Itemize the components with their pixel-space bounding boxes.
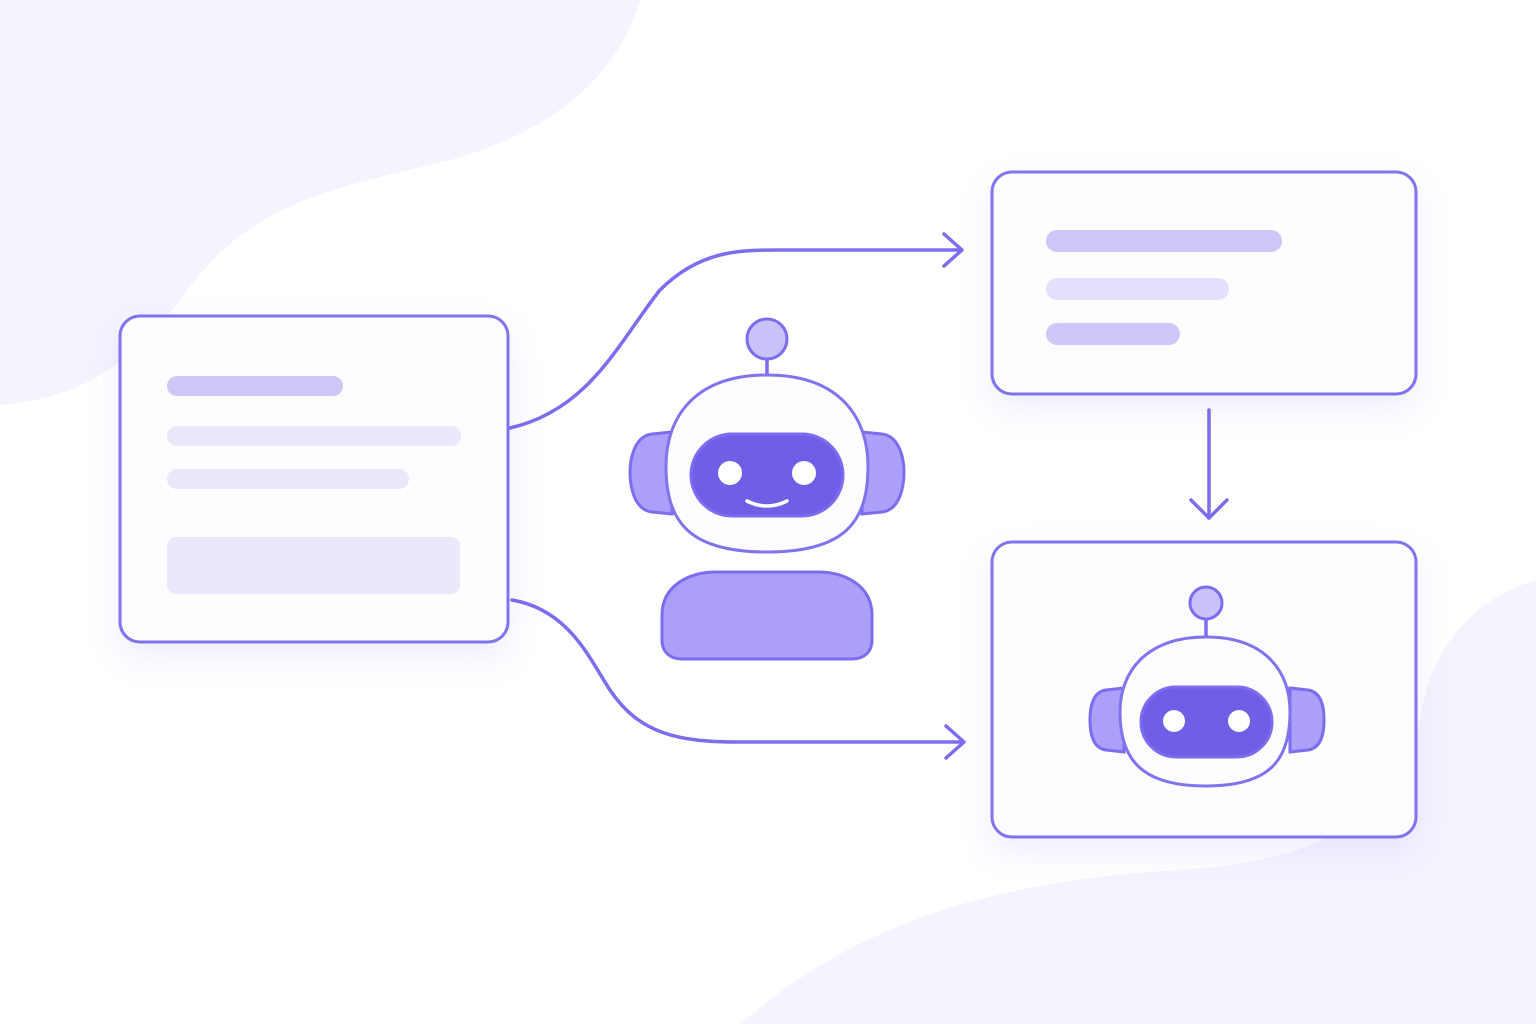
robot-output-card: [990, 540, 1418, 839]
background-blob-top-left: [0, 0, 640, 405]
robot-right-ear: [860, 430, 906, 516]
robot-face-visor: [689, 432, 845, 518]
robot-right-ear: [1288, 686, 1326, 754]
robot-eye-right: [1228, 710, 1250, 732]
form-heading-bar: [167, 376, 343, 396]
connector-to-text-card: [508, 248, 962, 430]
robot-face-visor: [1139, 685, 1274, 759]
robot-smile: [745, 499, 789, 508]
robot-body: [660, 570, 874, 661]
arrow-right-icon: [942, 232, 964, 268]
arrow-down-icon: [1189, 498, 1229, 520]
input-form-card: [118, 314, 510, 644]
form-text-bar: [167, 469, 409, 489]
form-text-bar: [167, 426, 461, 446]
robot-eye-right: [792, 461, 816, 485]
connectors: [508, 232, 1229, 760]
robot-antenna-ball: [745, 317, 789, 361]
text-card-bar: [1046, 323, 1180, 345]
text-output-card: [990, 170, 1418, 396]
robot-antenna-ball: [1188, 585, 1224, 621]
robot-head-icon: [1088, 585, 1326, 788]
form-input-box: [167, 537, 460, 594]
arrow-right-icon: [944, 724, 966, 760]
text-card-bar: [1046, 278, 1229, 300]
robot-left-ear: [628, 430, 674, 516]
robot-eye-left: [1163, 710, 1185, 732]
robot-eye-left: [718, 461, 742, 485]
text-card-bar: [1046, 230, 1282, 252]
background-blob-bottom-right: [740, 580, 1536, 1024]
robot-left-ear: [1088, 686, 1126, 754]
robot-icon: [628, 317, 906, 661]
connector-to-robot-card: [510, 598, 964, 744]
